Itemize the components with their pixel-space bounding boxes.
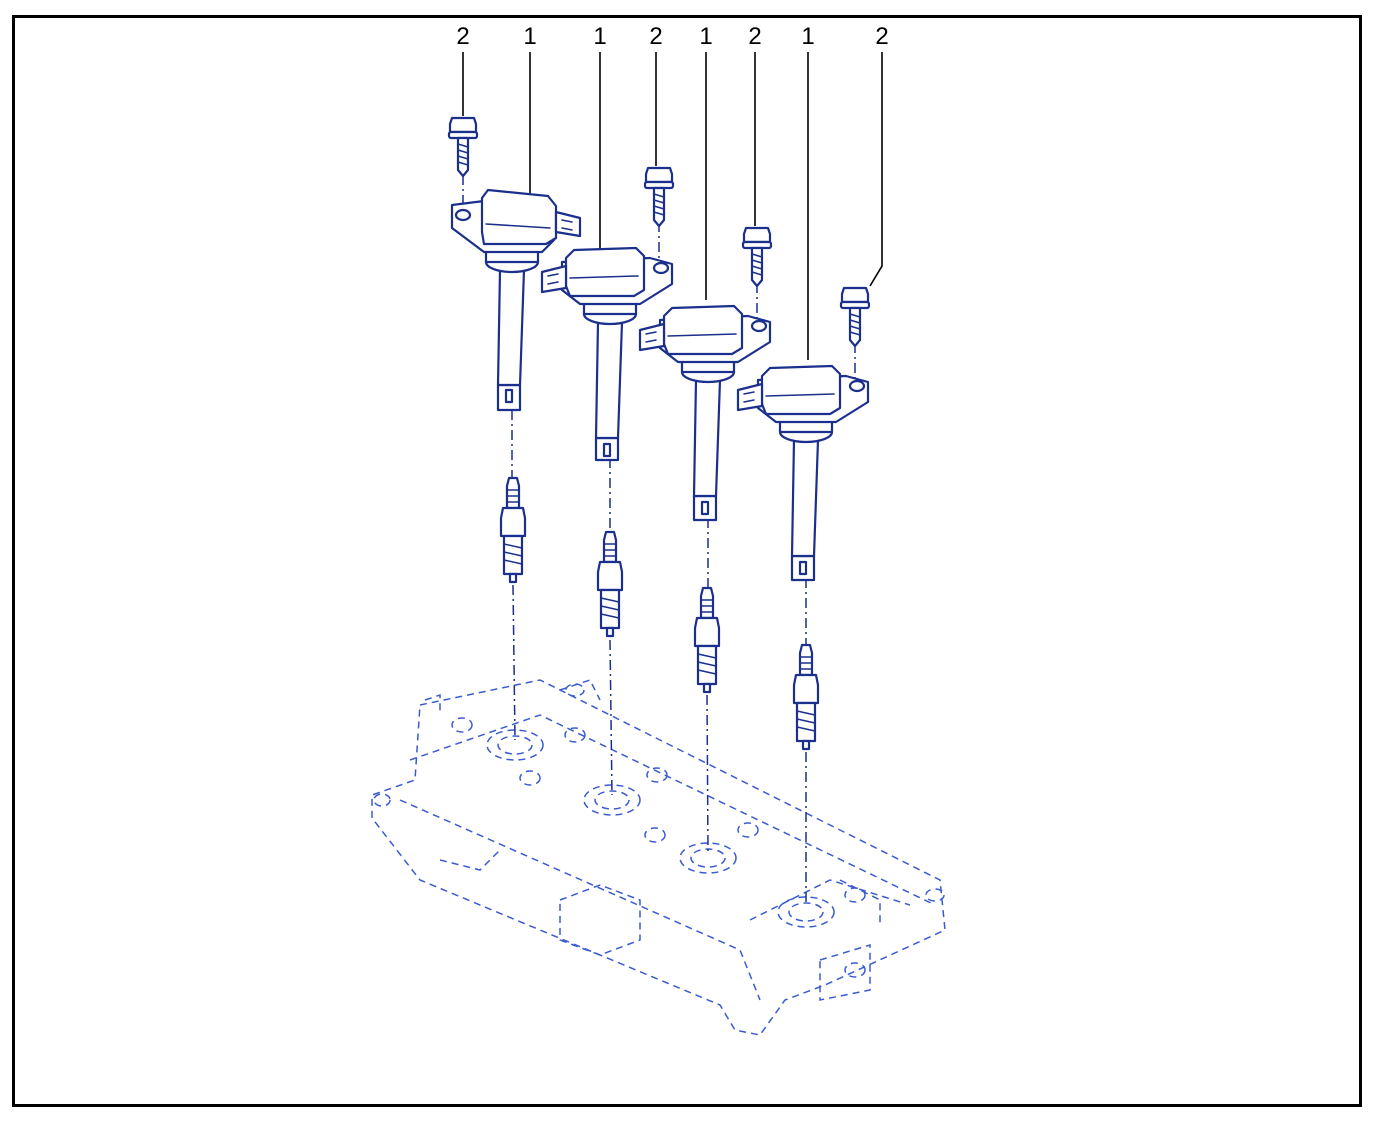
callout-coil-3: 1: [699, 23, 712, 50]
spark-plug-3: [693, 586, 721, 694]
bolt-4: [839, 286, 871, 348]
bolt-3: [741, 226, 773, 288]
ignition-coil-1: [450, 188, 582, 412]
ignition-coil-4: [736, 364, 870, 582]
callout-bolt-3: 2: [748, 23, 761, 50]
center-lines: [462, 175, 856, 906]
spark-plug-1: [499, 476, 527, 584]
callout-bolt-1: 2: [456, 23, 469, 50]
bolt-1: [447, 116, 479, 178]
callout-bolt-2: 2: [649, 23, 662, 50]
callout-coil-2: 1: [593, 23, 606, 50]
cylinder-head-outline: [371, 679, 946, 1036]
leader-lines: [462, 52, 883, 360]
callout-coil-1: 1: [523, 23, 536, 50]
spark-plug-2: [596, 530, 624, 638]
spark-plug-4: [792, 643, 820, 751]
diagram-frame: [12, 15, 1362, 1107]
bolt-2: [643, 166, 675, 228]
callout-bolt-4: 2: [875, 23, 888, 50]
ignition-coil-2: [540, 246, 674, 462]
callout-coil-4: 1: [801, 23, 814, 50]
ignition-coil-3: [638, 304, 772, 522]
